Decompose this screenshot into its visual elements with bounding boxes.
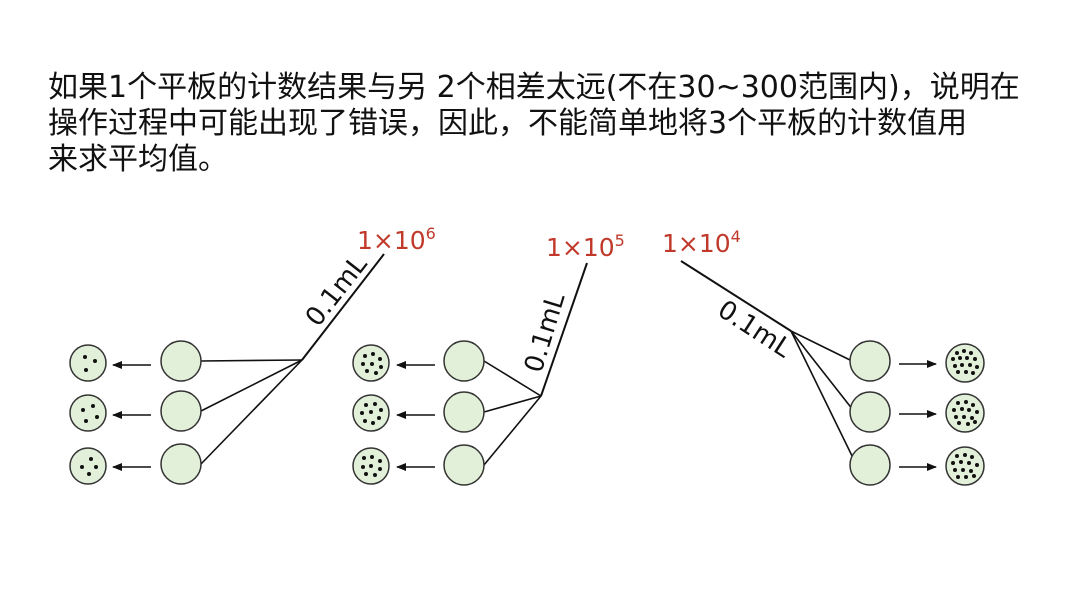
transfer-line bbox=[791, 331, 855, 462]
colony-plate bbox=[946, 394, 984, 432]
dilution-label-1: 1×106 bbox=[357, 224, 436, 255]
plate bbox=[444, 341, 484, 381]
transfer-line bbox=[484, 396, 541, 412]
transfer-line bbox=[201, 360, 302, 411]
plate bbox=[161, 444, 201, 484]
plate bbox=[850, 341, 890, 381]
colony-plate bbox=[353, 395, 389, 431]
plate bbox=[850, 392, 890, 432]
transfer-line bbox=[791, 331, 853, 410]
dilution-group-2: 1×105 0.1mL bbox=[353, 231, 625, 485]
dilution-group-3: 1×104 0.1mL bbox=[662, 227, 984, 485]
colony-plate bbox=[946, 344, 984, 382]
colony-plate bbox=[946, 447, 984, 485]
plate bbox=[161, 391, 201, 431]
dilution-label-2: 1×105 bbox=[546, 231, 625, 262]
plate bbox=[850, 445, 890, 485]
transfer-line bbox=[791, 331, 850, 360]
transfer-line bbox=[484, 396, 541, 465]
dilution-label-3: 1×104 bbox=[662, 227, 741, 258]
colony-plate bbox=[70, 345, 106, 381]
transfer-line bbox=[201, 360, 302, 464]
colony-plate bbox=[70, 448, 106, 484]
plate bbox=[444, 445, 484, 485]
colony-plate bbox=[353, 345, 389, 381]
plate bbox=[444, 392, 484, 432]
colony-plate bbox=[70, 395, 106, 431]
volume-label-1: 0.1mL bbox=[300, 249, 374, 332]
plate bbox=[161, 341, 201, 381]
transfer-line bbox=[201, 360, 302, 361]
volume-label-3: 0.1mL bbox=[712, 295, 797, 365]
colony-plate bbox=[353, 448, 389, 484]
